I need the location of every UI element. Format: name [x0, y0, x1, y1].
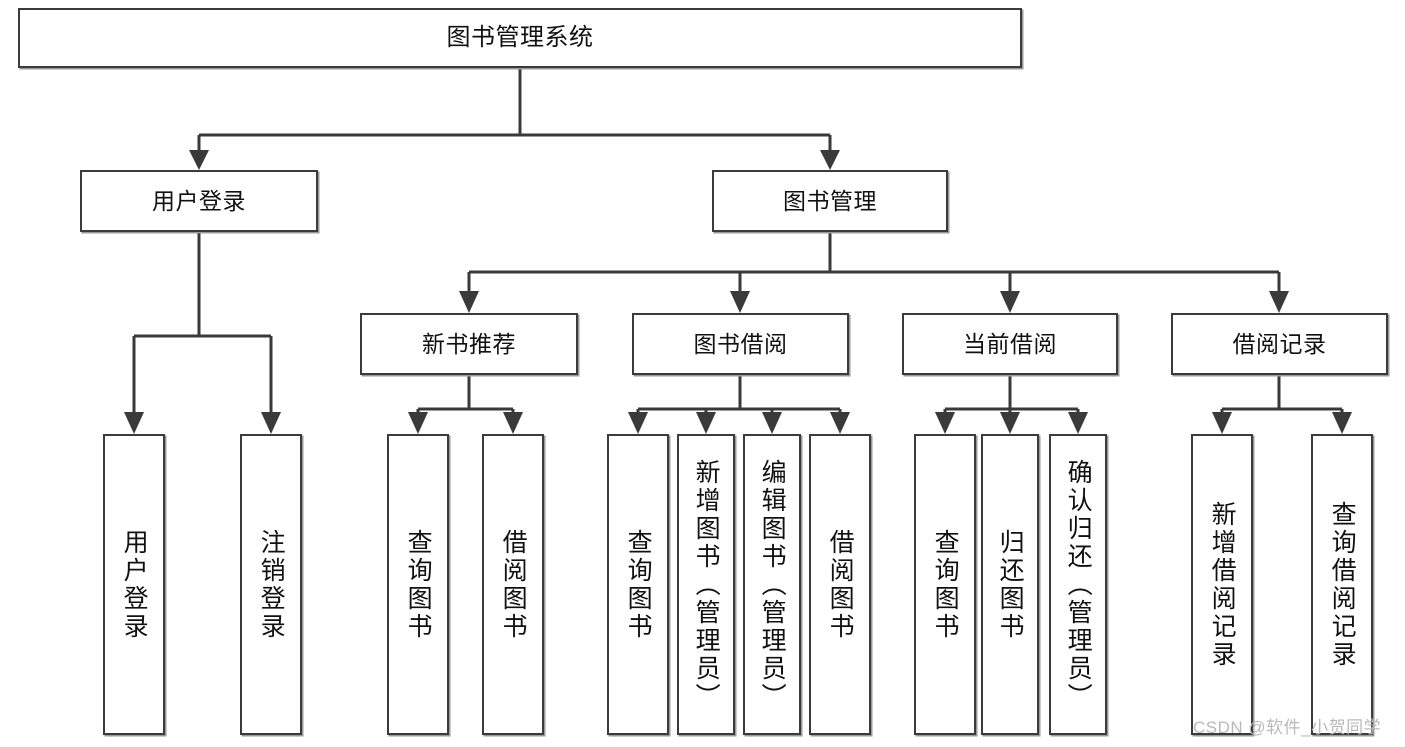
arrow-record-c2	[1332, 412, 1352, 434]
node-borrow-record[interactable]: 借阅记录	[1171, 313, 1388, 375]
arrow-bm-c3	[1000, 291, 1020, 313]
node-book-borrow-label: 图书借阅	[693, 330, 788, 357]
leaf-user-login-signin[interactable]: 用户登录	[103, 434, 165, 735]
leaf-current-return-book[interactable]: 归还图书	[981, 434, 1039, 735]
leaf-borrow-borrow-book[interactable]: 借阅图书	[809, 434, 871, 735]
arrow-user-login-c1	[124, 412, 144, 434]
leaf-label: 归还图书	[996, 528, 1025, 641]
node-user-login-label: 用户登录	[152, 187, 246, 214]
leaf-record-add[interactable]: 新增借阅记录	[1191, 434, 1253, 735]
leaf-label: 借阅图书	[499, 528, 528, 641]
leaf-borrow-query-book[interactable]: 查询图书	[607, 434, 669, 735]
arrow-borrow-c1	[628, 412, 648, 434]
leaf-new-book-query[interactable]: 查询图书	[387, 434, 449, 735]
node-book-management[interactable]: 图书管理	[712, 170, 948, 232]
arrow-borrow-c3	[762, 412, 782, 434]
leaf-label: 查询图书	[624, 528, 653, 641]
leaf-label: 查询借阅记录	[1328, 500, 1357, 669]
node-root-label: 图书管理系统	[446, 24, 594, 52]
node-new-book-recommend[interactable]: 新书推荐	[360, 313, 578, 375]
leaf-label: 查询图书	[404, 528, 433, 641]
node-book-management-label: 图书管理	[783, 187, 877, 214]
arrow-borrow-c4	[830, 412, 850, 434]
arrow-newbook-c2	[503, 412, 523, 434]
leaf-label: 查询图书	[931, 528, 960, 641]
arrow-current-c2	[1000, 412, 1020, 434]
leaf-user-login-signout[interactable]: 注销登录	[240, 434, 302, 735]
arrow-current-c1	[935, 412, 955, 434]
node-new-book-recommend-label: 新书推荐	[422, 330, 516, 357]
arrow-record-c1	[1212, 412, 1232, 434]
leaf-label: 新增图书（管理员）	[692, 458, 721, 711]
leaf-borrow-add-book[interactable]: 新增图书（管理员）	[677, 434, 735, 735]
arrow-borrow-c2	[696, 412, 716, 434]
node-current-borrow[interactable]: 当前借阅	[902, 313, 1118, 375]
leaf-borrow-edit-book[interactable]: 编辑图书（管理员）	[743, 434, 801, 735]
leaf-record-query[interactable]: 查询借阅记录	[1311, 434, 1373, 735]
leaf-label: 借阅图书	[826, 528, 855, 641]
leaf-label: 新增借阅记录	[1208, 500, 1237, 669]
leaf-current-confirm-return[interactable]: 确认归还（管理员）	[1049, 434, 1107, 735]
leaf-label: 注销登录	[257, 528, 286, 641]
arrow-newbook-c1	[408, 412, 428, 434]
leaf-new-book-borrow[interactable]: 借阅图书	[482, 434, 544, 735]
node-book-borrow[interactable]: 图书借阅	[632, 313, 849, 375]
leaf-label: 用户登录	[120, 528, 149, 641]
arrow-current-c3	[1068, 412, 1088, 434]
node-user-login[interactable]: 用户登录	[80, 170, 318, 232]
leaf-label: 确认归还（管理员）	[1064, 458, 1093, 711]
node-current-borrow-label: 当前借阅	[963, 330, 1057, 357]
leaf-label: 编辑图书（管理员）	[758, 458, 787, 711]
arrow-to-book-manage	[820, 150, 840, 170]
arrow-bm-c2	[730, 291, 750, 313]
node-root[interactable]: 图书管理系统	[18, 8, 1022, 68]
arrow-bm-c1	[459, 291, 479, 313]
node-borrow-record-label: 借阅记录	[1232, 330, 1327, 357]
arrow-to-user-login	[189, 150, 209, 170]
arrow-user-login-c2	[261, 412, 281, 434]
arrow-bm-c4	[1269, 291, 1289, 313]
leaf-current-query-book[interactable]: 查询图书	[914, 434, 976, 735]
